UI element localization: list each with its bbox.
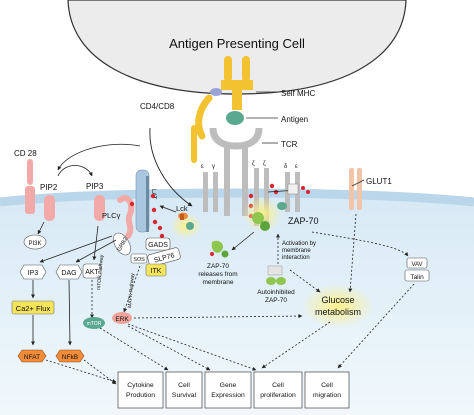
- chain-epsilon-2: ε: [295, 164, 298, 170]
- outcome-gene-expression: [204, 371, 252, 409]
- erk: [112, 312, 132, 324]
- lat-phospho-dots: [129, 193, 165, 239]
- itk: [145, 263, 167, 277]
- lck: [170, 212, 202, 239]
- label-akt: AKT: [85, 269, 99, 276]
- label-lck: Lck: [176, 204, 188, 213]
- outcome-survival-l1: Cell: [178, 382, 190, 389]
- outcome-gene-l1: Gene: [220, 382, 237, 389]
- outcome-cytokine-l2: Prodution: [126, 392, 155, 399]
- apc-title: Antigen Presenting Cell: [169, 36, 305, 51]
- label-talin: Talin: [410, 274, 424, 281]
- pi3k: [23, 234, 47, 250]
- label-tcr: TCR: [281, 140, 298, 149]
- label-pip3: PIP3: [86, 182, 104, 191]
- outcomes: [117, 371, 350, 409]
- label-itk: ITK: [151, 268, 162, 275]
- tcr: [209, 127, 278, 216]
- label-zap70: ZAP-70: [288, 216, 319, 226]
- zap70-bound: [242, 196, 282, 232]
- label-nfkb: NFkB: [62, 354, 78, 361]
- vav-talin: [404, 257, 430, 282]
- sos: [130, 253, 148, 264]
- label-self-mhc: Self MHC: [281, 89, 315, 98]
- akt: [82, 263, 102, 279]
- grb2: [113, 232, 131, 256]
- label-glut1: GLUT1: [366, 177, 392, 186]
- self-mhc: [210, 56, 278, 110]
- label-nfat: NFAT: [24, 354, 40, 361]
- outcome-arrows: [45, 283, 415, 385]
- label-pi3k: PI3K: [28, 241, 41, 247]
- glucose-glow: [302, 284, 374, 328]
- chain-zeta-1: ζ: [252, 161, 255, 167]
- mtor: [83, 317, 105, 329]
- dag: [55, 264, 83, 280]
- plcg: [117, 195, 135, 239]
- glucose-line2: metabolism: [315, 307, 361, 317]
- chain-delta: δ: [284, 164, 288, 170]
- outcome-cytokine-l1: Cytokine: [127, 382, 154, 389]
- outcome-migration-l1: Cell: [321, 382, 333, 389]
- pip3: [94, 195, 105, 221]
- zap-release-line1: ZAP-70: [207, 263, 229, 270]
- outcome-survival: [165, 371, 203, 409]
- chain-gamma: γ: [212, 164, 215, 170]
- outcome-proliferation-l2: proliferation: [260, 392, 296, 399]
- label-cd28: CD 28: [14, 149, 37, 158]
- glut1: [349, 168, 365, 210]
- cd4-cd8: [191, 94, 213, 163]
- outcome-proliferation-l1: Cell: [272, 382, 284, 389]
- label-dag: DAG: [61, 270, 76, 277]
- lat: [135, 169, 150, 233]
- glucose-line1: Glucose: [321, 295, 354, 305]
- label-antigen: Antigen: [281, 115, 308, 124]
- outcome-migration: [304, 371, 350, 409]
- outcome-proliferation: [253, 371, 303, 409]
- label-pip2: PIP2: [40, 183, 58, 192]
- autoinhibited-line1: Autoinhibited: [257, 289, 295, 296]
- outcome-survival-l2: Survival: [172, 392, 197, 399]
- label-mtor: mTOR: [87, 321, 102, 327]
- outcome-migration-l2: migration: [313, 392, 341, 399]
- zap70-autoinhibited: [266, 265, 286, 285]
- antigen: [226, 111, 244, 125]
- label-ip3: IP3: [28, 270, 39, 277]
- outcome-gene-l2: Expression: [211, 392, 245, 399]
- label-ca-flux: Ca2+ Flux: [16, 304, 51, 313]
- label-erk: ERK: [115, 316, 129, 323]
- activation-line1: Activation by: [282, 241, 316, 247]
- outcome-cytokine: [117, 371, 164, 409]
- activation-line2: membrane: [282, 248, 311, 254]
- label-vav: VAV: [411, 262, 422, 268]
- label-gads: GADS: [148, 242, 168, 249]
- label-cd4-cd8: CD4/CD8: [140, 102, 175, 111]
- pip2: [44, 195, 55, 221]
- gads: [145, 237, 171, 251]
- slp76: [147, 247, 181, 267]
- ca-flux: [11, 300, 55, 315]
- label-mtor-pathway: mTOR Pathway: [96, 254, 105, 290]
- zap-release-line2: releases from: [198, 271, 237, 278]
- zap-release-line3: membrane: [202, 279, 233, 286]
- nfkb: [55, 349, 85, 363]
- activation-line3: interaction: [282, 255, 310, 261]
- nfat: [17, 349, 47, 363]
- chain-zeta-2: ζ: [263, 161, 266, 167]
- zap70-released: [210, 240, 229, 258]
- label-sos: SOS: [133, 257, 145, 263]
- chain-epsilon-1: ε: [201, 164, 204, 170]
- autoinhibited-line2: ZAP-70: [265, 297, 287, 304]
- zap70-membrane: [277, 183, 310, 210]
- ip3: [19, 264, 47, 280]
- label-plcg: PLCγ: [102, 211, 121, 220]
